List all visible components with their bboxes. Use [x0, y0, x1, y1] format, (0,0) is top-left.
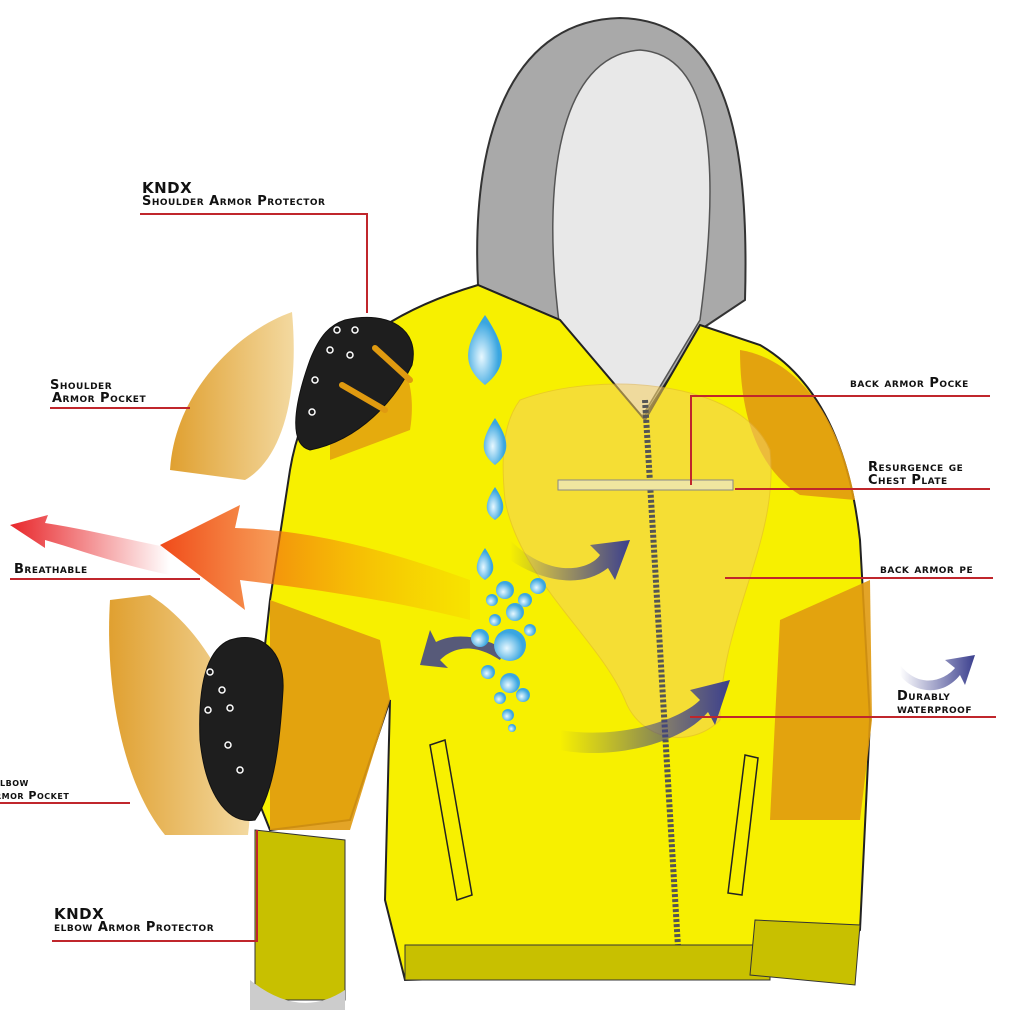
label-elbow-armor-pocket: Elbow Armor Pocket	[0, 776, 69, 802]
leader-line	[256, 830, 258, 942]
water-arrow-3	[560, 680, 730, 754]
shoulder-pocket-shape	[170, 312, 294, 480]
leader-line	[735, 488, 990, 490]
label-line: Resurgence ge	[868, 460, 964, 475]
label-back-armor-pe: back armor pe	[880, 562, 974, 577]
brand: KNDX	[142, 179, 193, 197]
label-line: Shoulder	[50, 378, 113, 393]
water-drop	[468, 315, 502, 385]
leader-line	[725, 577, 993, 579]
leader-line	[140, 213, 368, 215]
brand: KNDX	[54, 905, 105, 923]
right-pocket	[727, 754, 759, 896]
leader-line	[690, 395, 990, 397]
back-armor-ghost	[502, 383, 772, 738]
water-arrow-1	[510, 540, 630, 581]
label-line: Durably	[897, 689, 951, 704]
label-shoulder-armor-protector: KNDX Shoulder Armor Protector	[142, 179, 326, 209]
leader-line	[366, 213, 368, 313]
label-elbow-armor-protector: KNDX elbow Armor Protector	[54, 905, 215, 935]
label-breathable: Breathable	[14, 562, 88, 577]
leader-line	[52, 940, 258, 942]
left-cuff	[254, 829, 346, 1001]
breathable-arrow-large	[160, 505, 470, 620]
left-pocket	[429, 739, 473, 901]
label-text: elbow Armor Protector	[54, 920, 215, 935]
label-text: Shoulder Armor Protector	[142, 194, 326, 209]
hood-inner	[552, 49, 711, 422]
leader-line	[0, 802, 130, 804]
elbow-armor	[199, 636, 284, 821]
leader-line	[690, 716, 996, 718]
label-chest-plate: Resurgence ge Chest Plate	[868, 461, 963, 487]
label-line: Armor Pocket	[0, 789, 70, 802]
breathable-arrow-small	[10, 515, 170, 575]
shoulder-armor	[295, 316, 414, 451]
leader-line	[10, 578, 200, 580]
water-drop	[483, 418, 507, 465]
leader-line	[50, 407, 190, 409]
label-durably-waterproof: Durably waterproof	[897, 690, 972, 716]
water-arrow-2	[420, 630, 505, 668]
water-drop	[476, 548, 494, 580]
label-back-armor-pocket: back armor Pocke	[850, 376, 969, 391]
right-cuff	[749, 919, 861, 986]
label-line: Chest Plate	[868, 473, 948, 488]
label-shoulder-armor-pocket: Shoulder Armor Pocket	[50, 379, 146, 405]
water-arrow-side	[900, 655, 975, 691]
chest-zip	[557, 479, 734, 491]
label-line: waterproof	[897, 702, 972, 717]
label-line: Armor Pocket	[52, 391, 147, 406]
leader-line	[690, 395, 692, 485]
zipper	[642, 399, 683, 981]
label-line: Elbow	[0, 776, 29, 789]
hem	[404, 944, 771, 981]
water-drop	[486, 487, 504, 520]
